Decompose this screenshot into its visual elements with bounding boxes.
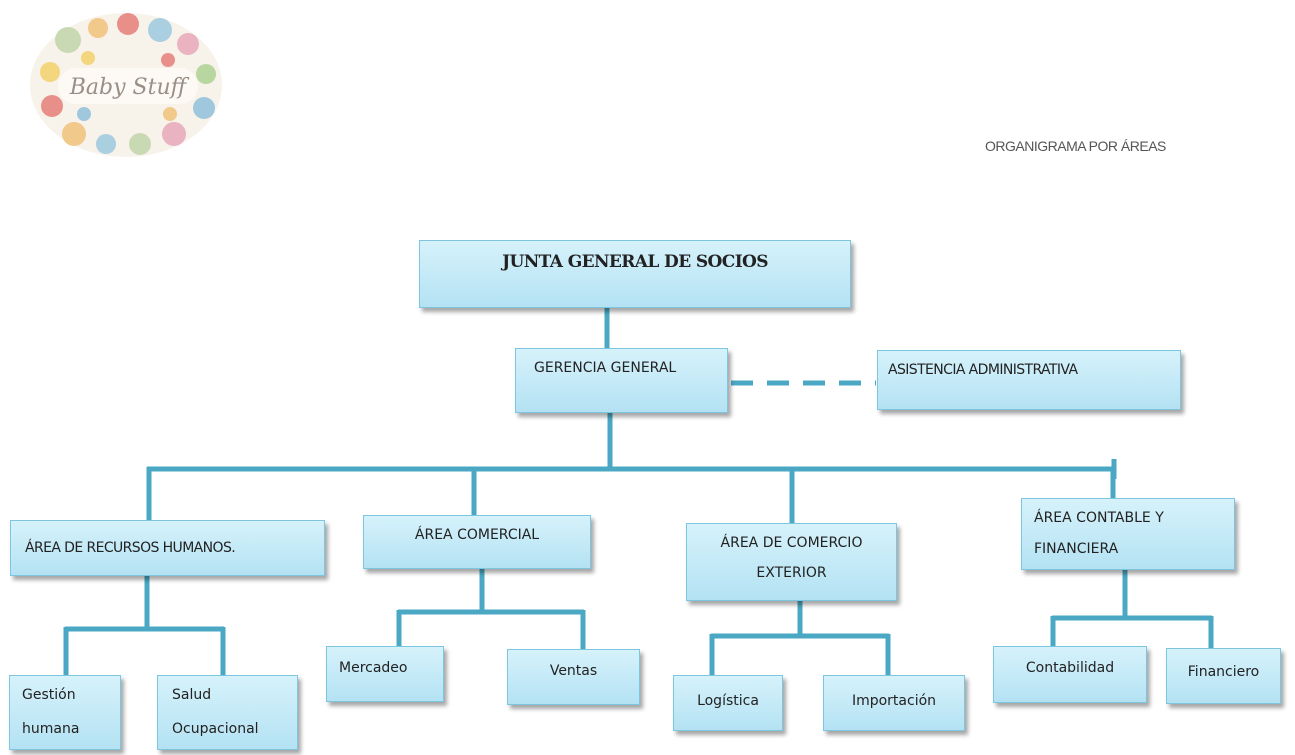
node-logistica-label: Logística [697,693,759,709]
node-gestion-humana: Gestión humana [9,675,121,750]
node-area-comercial: ÁREA COMERCIAL [363,515,591,569]
node-mercadeo-label: Mercadeo [339,660,408,676]
node-logistica: Logística [673,675,783,731]
node-area-contable-financiera-label: ÁREA CONTABLE Y FINANCIERA [1034,510,1164,557]
node-area-comercio-exterior-label: ÁREA DE COMERCIO EXTERIOR [720,535,863,581]
node-ventas: Ventas [507,649,640,705]
node-ventas-label: Ventas [549,663,598,679]
baby-items-icon [40,13,216,155]
node-importacion-label: Importación [851,693,937,709]
node-area-contable-financiera: ÁREA CONTABLE Y FINANCIERA [1021,498,1235,570]
node-area-recursos-humanos-label: ÁREA DE RECURSOS HUMANOS. [25,540,236,556]
node-junta-general: JUNTA GENERAL DE SOCIOS [419,240,851,308]
node-financiero-label: Financiero [1187,664,1260,680]
node-asistencia-administrativa-label: ASISTENCIA ADMINISTRATIVA [888,362,1078,378]
node-asistencia-administrativa: ASISTENCIA ADMINISTRATIVA [877,350,1181,410]
node-contabilidad-label: Contabilidad [1025,660,1115,676]
node-mercadeo: Mercadeo [326,646,444,702]
node-contabilidad: Contabilidad [993,646,1147,703]
page-title: ORGANIGRAMA POR ÁREAS [985,138,1166,154]
node-junta-general-label: JUNTA GENERAL DE SOCIOS [502,252,768,272]
node-gerencia-general: GERENCIA GENERAL [515,348,728,413]
node-importacion: Importación [823,675,965,731]
node-area-recursos-humanos: ÁREA DE RECURSOS HUMANOS. [10,520,325,576]
node-salud-ocupacional-label: Salud Ocupacional [172,687,259,737]
logo-text: Baby Stuff [69,75,190,100]
baby-stuff-logo: Baby Stuff [30,13,222,157]
node-financiero: Financiero [1166,648,1281,704]
node-gestion-humana-label: Gestión humana [22,687,80,737]
node-area-comercial-label: ÁREA COMERCIAL [414,527,540,543]
node-gerencia-general-label: GERENCIA GENERAL [534,360,677,376]
node-area-comercio-exterior: ÁREA DE COMERCIO EXTERIOR [686,523,897,601]
node-salud-ocupacional: Salud Ocupacional [157,675,298,750]
